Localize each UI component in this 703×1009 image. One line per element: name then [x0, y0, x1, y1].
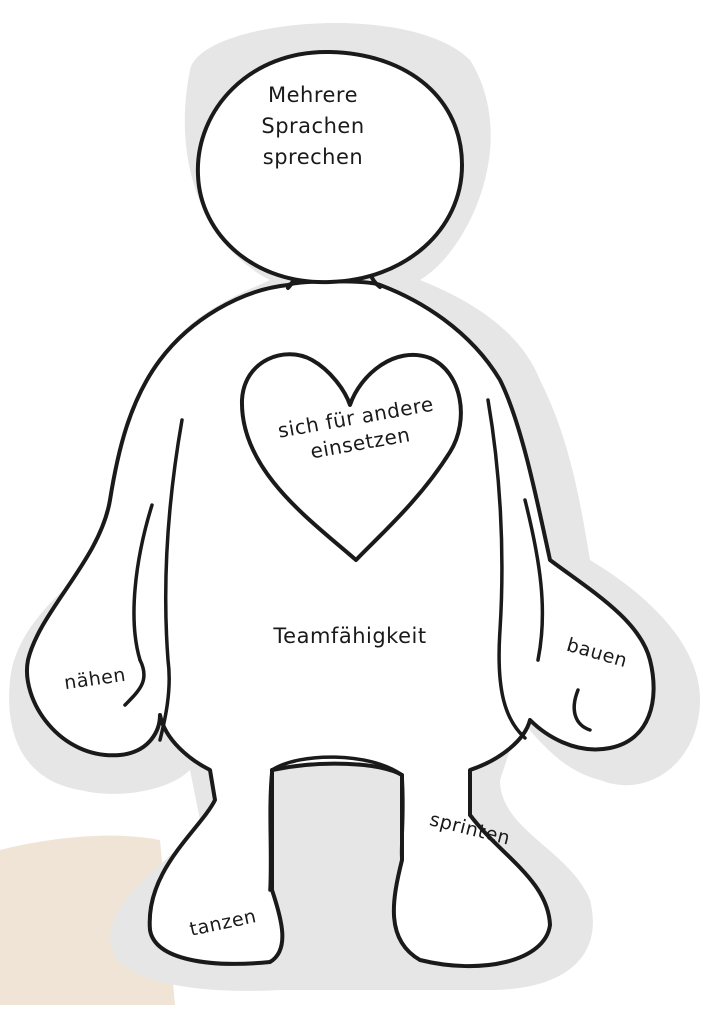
head-label: Mehrere Sprachen sprechen: [228, 80, 398, 173]
right-leg-line: [402, 775, 403, 860]
left-leg-line: [270, 770, 272, 890]
head-label-line: Mehrere: [228, 80, 398, 111]
head-label-line: Sprachen: [228, 111, 398, 142]
head-label-line: sprechen: [228, 142, 398, 173]
torso-label: Teamfähigkeit: [250, 624, 450, 648]
